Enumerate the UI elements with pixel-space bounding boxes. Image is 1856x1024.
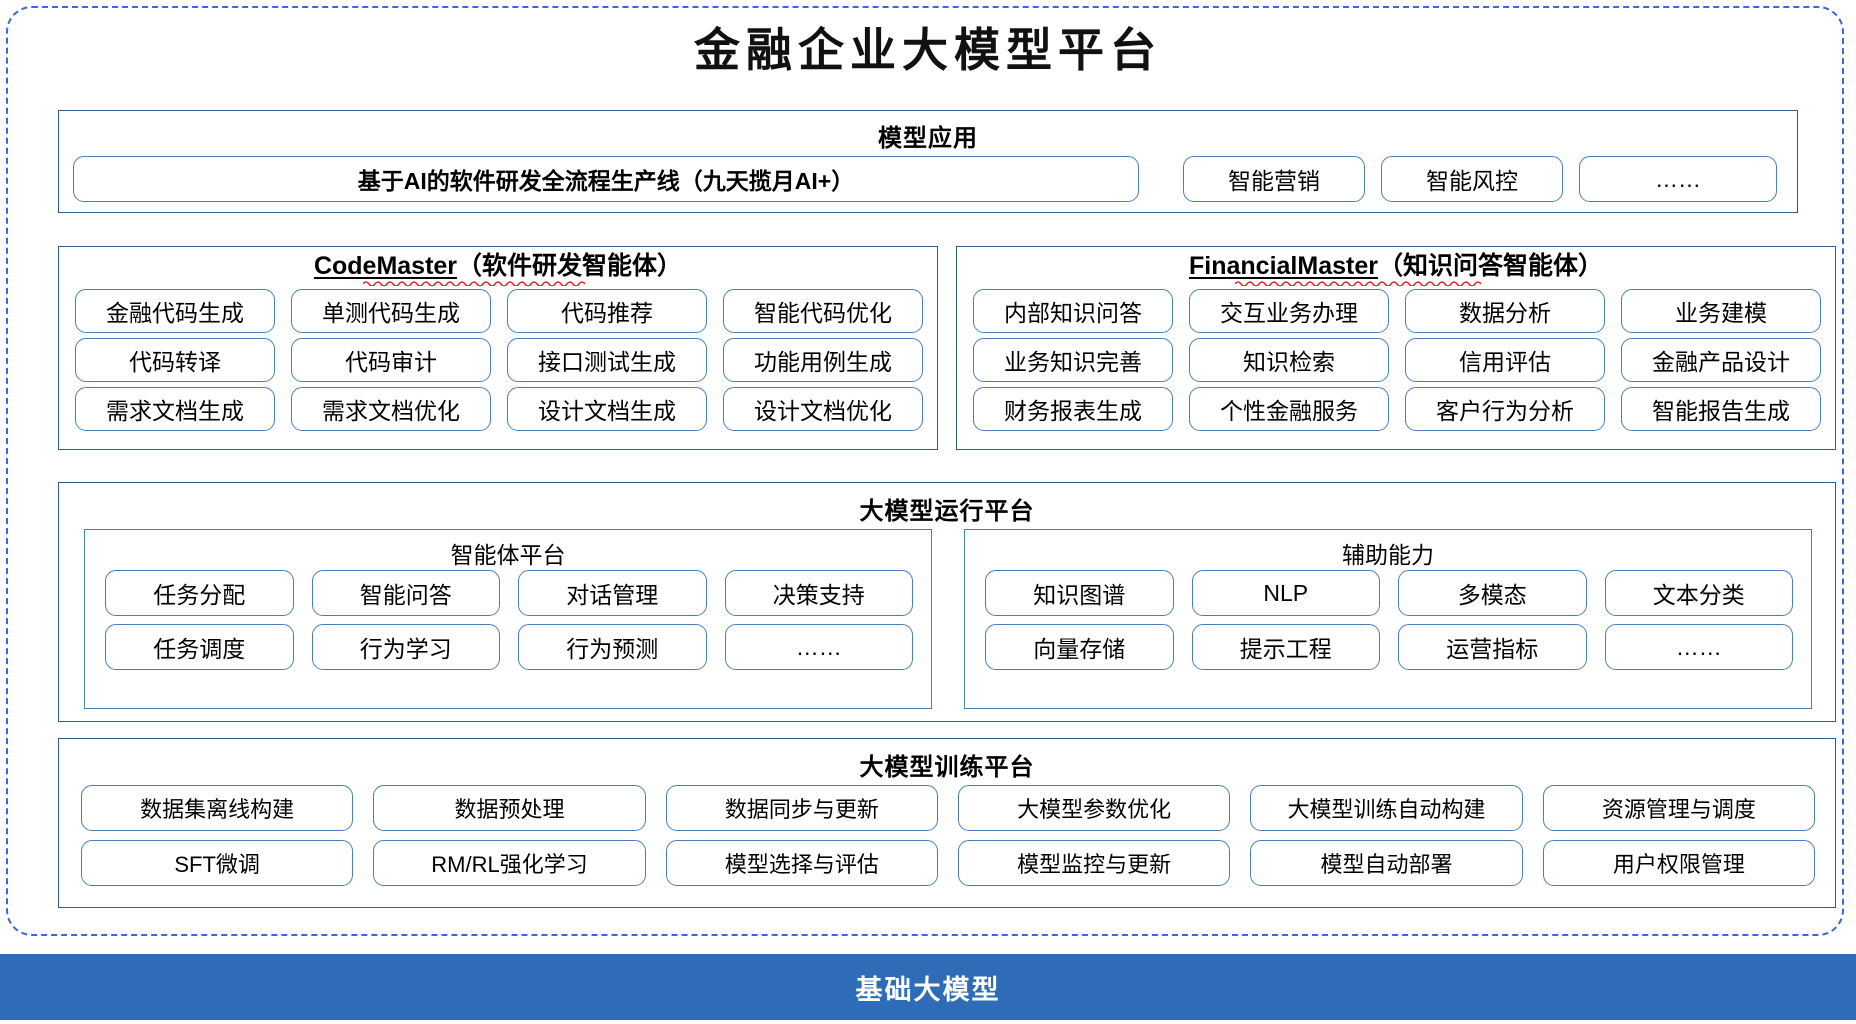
pill-capability[interactable]: 用户权限管理 [1542, 840, 1815, 886]
pill-capability[interactable]: NLP [1191, 570, 1380, 616]
section-title-runtime-platform: 大模型运行平台 [859, 498, 1035, 525]
squiggle-underline-code-master [363, 281, 586, 286]
pill-capability[interactable]: 提示工程 [1191, 624, 1380, 670]
pill-capability[interactable]: 代码转译 [75, 338, 275, 382]
section-runtime-platform: 大模型运行平台 智能体平台 任务分配 智能问答 对话管理 决策支持 任务调度 行… [58, 482, 1836, 722]
pill-more-capabilities[interactable]: …… [1604, 624, 1793, 670]
pill-capability[interactable]: 财务报表生成 [973, 387, 1173, 431]
pill-capability[interactable]: 内部知识问答 [973, 289, 1173, 333]
pill-capability[interactable]: 业务建模 [1621, 289, 1821, 333]
pill-capability[interactable]: 数据预处理 [373, 785, 646, 831]
training-platform-grid: 数据集离线构建 数据预处理 数据同步与更新 大模型参数优化 大模型训练自动构建 … [81, 785, 1815, 886]
agent-name-code-master-en: CodeMaster [313, 252, 458, 280]
code-master-capability-grid: 金融代码生成 单测代码生成 代码推荐 智能代码优化 代码转译 代码审计 接口测试… [75, 289, 923, 431]
agent-name-financial-master-cn: （知识问答智能体） [1377, 252, 1603, 280]
pill-capability[interactable]: 向量存储 [985, 624, 1174, 670]
pill-capability[interactable]: 设计文档优化 [723, 387, 923, 431]
pill-capability[interactable]: 知识图谱 [985, 570, 1174, 616]
pill-capability[interactable]: 智能问答 [311, 570, 500, 616]
pill-capability[interactable]: 个性金融服务 [1189, 387, 1389, 431]
pill-smart-risk-control[interactable]: 智能风控 [1381, 156, 1563, 202]
pill-capability[interactable]: 交互业务办理 [1189, 289, 1389, 333]
pill-capability[interactable]: 行为预测 [518, 624, 707, 670]
pill-capability[interactable]: 对话管理 [518, 570, 707, 616]
pill-capability[interactable]: 代码审计 [291, 338, 491, 382]
pill-capability[interactable]: 功能用例生成 [723, 338, 923, 382]
pill-capability[interactable]: 资源管理与调度 [1542, 785, 1815, 831]
pill-capability[interactable]: 单测代码生成 [291, 289, 491, 333]
pill-capability[interactable]: 大模型训练自动构建 [1250, 785, 1523, 831]
base-model-bar: 基础大模型 [0, 954, 1856, 1020]
agent-title-code-master: CodeMaster（软件研发智能体） [59, 252, 937, 286]
section-code-master: CodeMaster（软件研发智能体） 金融代码生成 单测代码生成 代码推荐 智… [58, 246, 938, 450]
pill-capability[interactable]: 多模态 [1398, 570, 1587, 616]
section-financial-master: FinancialMaster（知识问答智能体） 内部知识问答 交互业务办理 数… [956, 246, 1836, 450]
agent-platform-grid: 任务分配 智能问答 对话管理 决策支持 任务调度 行为学习 行为预测 …… [105, 570, 913, 670]
application-pill-row: 基于AI的软件研发全流程生产线（九天揽月AI+） 智能营销 智能风控 …… [73, 156, 1785, 202]
pill-capability[interactable]: 代码推荐 [507, 289, 707, 333]
pill-capability[interactable]: 业务知识完善 [973, 338, 1173, 382]
pill-capability[interactable]: 模型监控与更新 [958, 840, 1231, 886]
auxiliary-capability-grid: 知识图谱 NLP 多模态 文本分类 向量存储 提示工程 运营指标 …… [985, 570, 1793, 670]
pill-smart-marketing[interactable]: 智能营销 [1183, 156, 1365, 202]
pill-capability[interactable]: 数据分析 [1405, 289, 1605, 333]
pill-capability[interactable]: 模型自动部署 [1250, 840, 1523, 886]
pill-capability[interactable]: 金融代码生成 [75, 289, 275, 333]
pill-capability[interactable]: 决策支持 [724, 570, 913, 616]
agent-name-code-master-cn: （软件研发智能体） [457, 252, 683, 280]
section-title-training-platform: 大模型训练平台 [859, 754, 1035, 781]
pill-ai-dev-pipeline[interactable]: 基于AI的软件研发全流程生产线（九天揽月AI+） [73, 156, 1139, 202]
section-training-platform: 大模型训练平台 数据集离线构建 数据预处理 数据同步与更新 大模型参数优化 大模… [58, 738, 1836, 908]
pill-capability[interactable]: 智能代码优化 [723, 289, 923, 333]
page-title: 金融企业大模型平台 [694, 25, 1162, 76]
pill-capability[interactable]: 运营指标 [1398, 624, 1587, 670]
pill-capability[interactable]: RM/RL强化学习 [373, 840, 646, 886]
pill-capability[interactable]: 信用评估 [1405, 338, 1605, 382]
pill-capability[interactable]: 模型选择与评估 [665, 840, 938, 886]
agent-title-financial-master: FinancialMaster（知识问答智能体） [957, 252, 1835, 286]
pill-capability[interactable]: 接口测试生成 [507, 338, 707, 382]
pill-capability[interactable]: 文本分类 [1604, 570, 1793, 616]
subpanel-title-agent-platform: 智能体平台 [450, 542, 566, 568]
subpanel-auxiliary-capability: 辅助能力 知识图谱 NLP 多模态 文本分类 向量存储 提示工程 运营指标 …… [964, 529, 1812, 709]
pill-capability[interactable]: 数据集离线构建 [81, 785, 354, 831]
pill-capability[interactable]: 知识检索 [1189, 338, 1389, 382]
pill-capability[interactable]: 数据同步与更新 [665, 785, 938, 831]
base-model-label: 基础大模型 [855, 974, 1001, 1005]
financial-master-capability-grid: 内部知识问答 交互业务办理 数据分析 业务建模 业务知识完善 知识检索 信用评估… [973, 289, 1821, 431]
pill-capability[interactable]: 智能报告生成 [1621, 387, 1821, 431]
pill-capability[interactable]: 设计文档生成 [507, 387, 707, 431]
pill-more-applications[interactable]: …… [1579, 156, 1777, 202]
pill-capability[interactable]: 任务调度 [105, 624, 294, 670]
agent-name-financial-master-en: FinancialMaster [1189, 252, 1378, 280]
pill-capability[interactable]: 客户行为分析 [1405, 387, 1605, 431]
section-title-model-application: 模型应用 [878, 125, 978, 152]
pill-capability[interactable]: 任务分配 [105, 570, 294, 616]
pill-more-capabilities[interactable]: …… [724, 624, 913, 670]
subpanel-agent-platform: 智能体平台 任务分配 智能问答 对话管理 决策支持 任务调度 行为学习 行为预测… [84, 529, 932, 709]
subpanel-title-auxiliary-capability: 辅助能力 [1342, 542, 1434, 568]
section-model-application: 模型应用 基于AI的软件研发全流程生产线（九天揽月AI+） 智能营销 智能风控 … [58, 110, 1798, 213]
pill-capability[interactable]: 需求文档生成 [75, 387, 275, 431]
pill-capability[interactable]: SFT微调 [81, 840, 354, 886]
pill-capability[interactable]: 大模型参数优化 [958, 785, 1231, 831]
pill-capability[interactable]: 行为学习 [311, 624, 500, 670]
pill-capability[interactable]: 金融产品设计 [1621, 338, 1821, 382]
squiggle-underline-financial-master [1235, 281, 1482, 286]
pill-capability[interactable]: 需求文档优化 [291, 387, 491, 431]
